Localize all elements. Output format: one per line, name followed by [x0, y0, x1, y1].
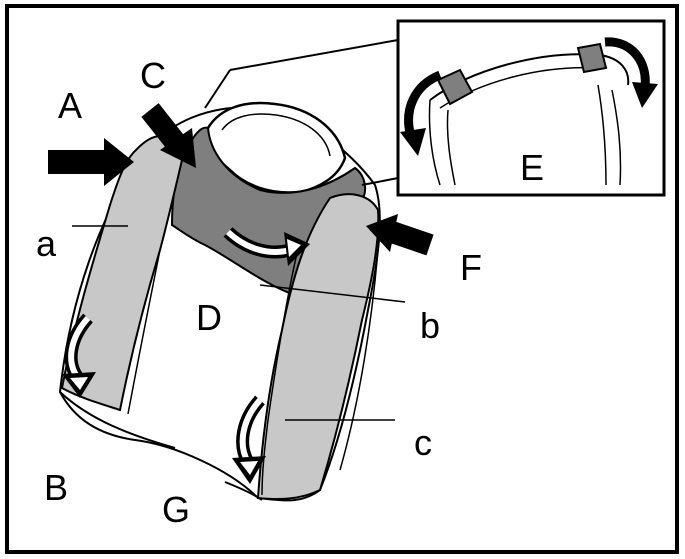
label-b: b [420, 305, 440, 346]
label-D: D [196, 297, 222, 338]
inset-right-arrowhead [632, 82, 658, 108]
inset-right-curved-arrow [604, 37, 650, 89]
left-hook-clip [436, 68, 474, 106]
headrest-top-inner [221, 113, 331, 157]
arrow-a [48, 138, 134, 186]
inset-left-post [428, 99, 456, 186]
right-hook-clip [576, 42, 608, 74]
label-G: G [162, 489, 190, 530]
inset-right-post [597, 84, 622, 186]
curved-arrow-d [223, 227, 310, 266]
left-side-panel-a [60, 135, 184, 412]
callout-line-bottom [361, 177, 399, 186]
label-A: A [58, 85, 82, 126]
label-F: F [460, 247, 482, 288]
seat-bottom-line [59, 391, 176, 449]
label-C: C [140, 55, 166, 96]
callout-line-top-2 [229, 39, 399, 71]
arrow-c [141, 103, 196, 168]
label-c: c [414, 422, 432, 463]
outer-frame [5, 4, 679, 554]
seatback-illustration [58, 101, 381, 502]
seat-edge-line [339, 249, 379, 471]
detail-inset-e [204, 19, 666, 197]
inset-left-arrowhead [400, 128, 426, 156]
label-a: a [36, 223, 57, 264]
seat-bottom-corner [224, 481, 263, 501]
right-panel-welt [261, 239, 301, 496]
arrow-f [366, 214, 434, 256]
curved-arrow-left-panel [62, 313, 96, 398]
curved-arrow-right-panel [232, 395, 266, 484]
left-panel-welt [127, 249, 161, 415]
label-E: E [520, 147, 544, 188]
label-B: B [44, 467, 68, 508]
callout-line-top [204, 69, 231, 109]
inset-frame [396, 19, 666, 197]
leader-line-b [259, 284, 406, 303]
